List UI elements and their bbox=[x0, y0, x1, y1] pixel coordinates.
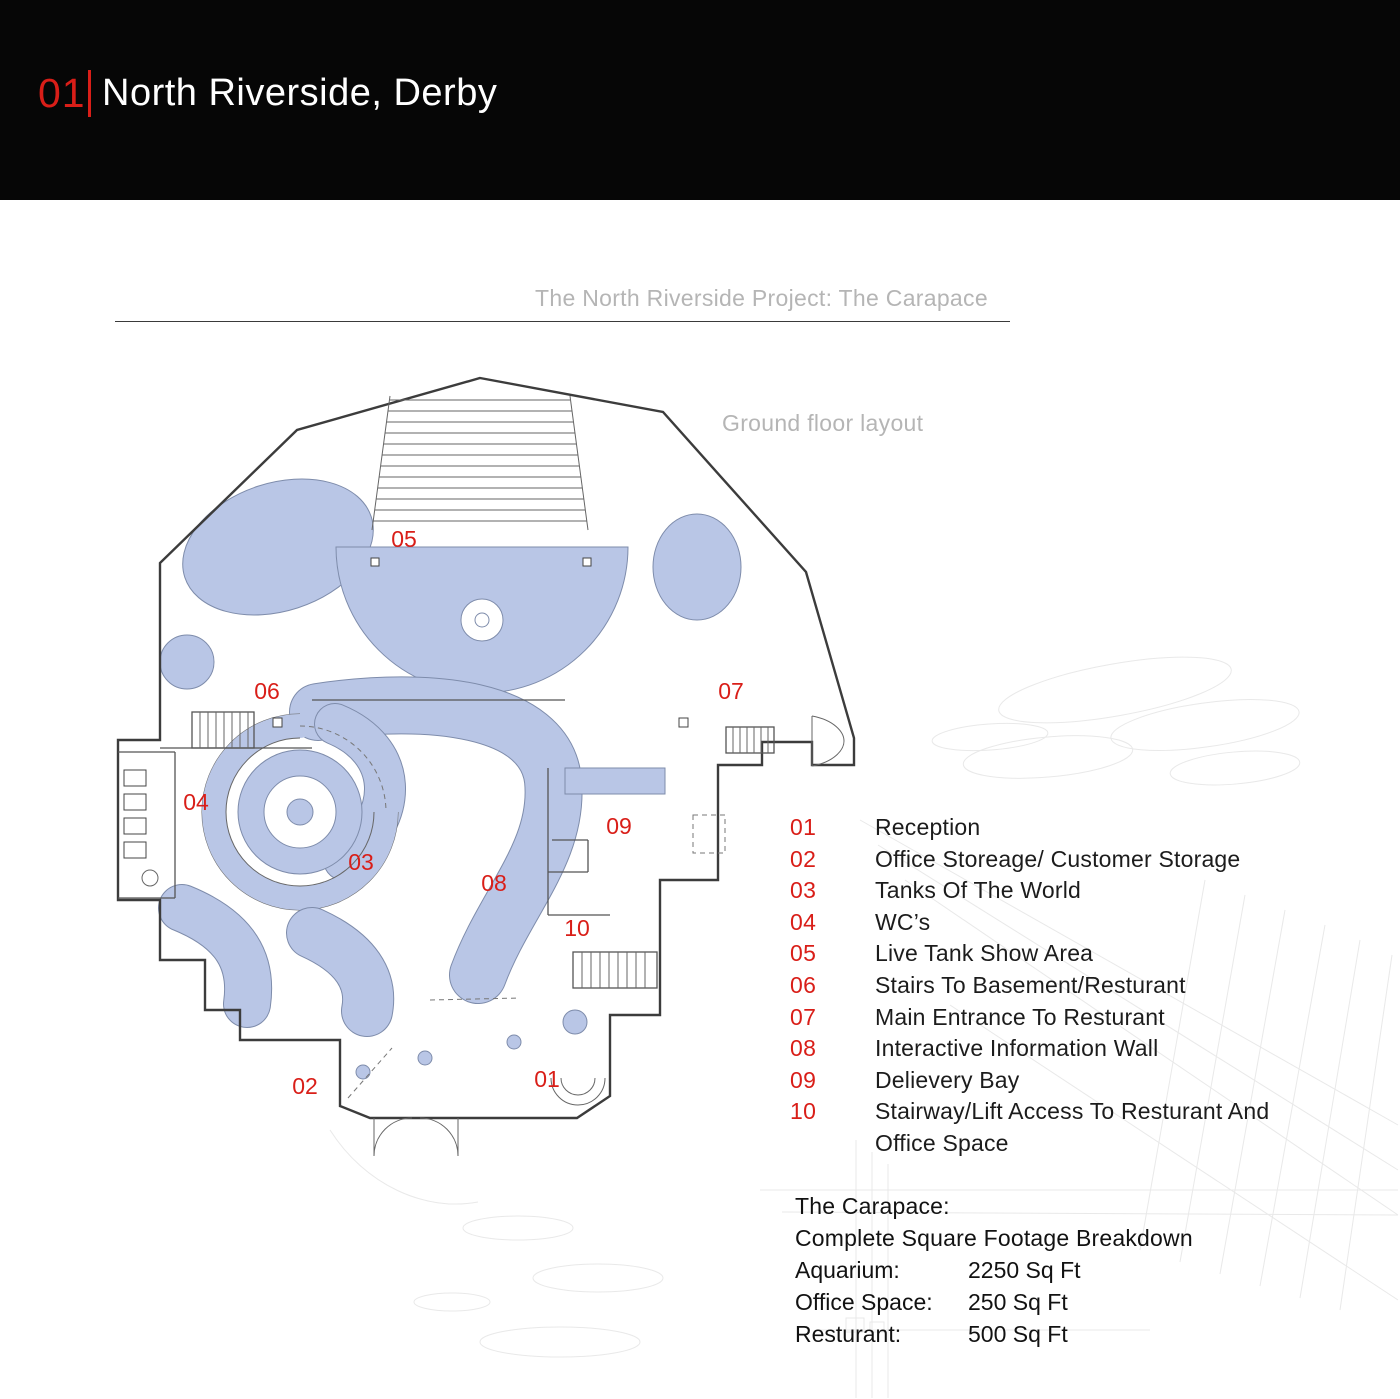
footage-label: Aquarium: bbox=[795, 1257, 900, 1283]
legend-item: 06 Stairs To Basement/Resturant bbox=[790, 970, 1365, 1002]
header-bar: 01 North Riverside, Derby bbox=[0, 0, 1400, 200]
band-lower-left-b bbox=[287, 908, 394, 1036]
plan-caption: Ground floor layout bbox=[722, 410, 924, 436]
footage-value: 2250 Sq Ft bbox=[968, 1257, 1081, 1283]
footage-value: 250 Sq Ft bbox=[968, 1289, 1068, 1315]
legend-label: Live Tank Show Area bbox=[875, 940, 1094, 967]
plan-label-03: 03 bbox=[348, 849, 374, 875]
legend-item: 04 WC’s bbox=[790, 907, 1365, 939]
legend-label: Tanks Of The World bbox=[875, 877, 1081, 904]
wc-fixtures bbox=[123, 769, 159, 887]
plan-label-01: 01 bbox=[534, 1066, 560, 1092]
legend-item: 10 Stairway/Lift Access To Resturant And… bbox=[790, 1096, 1365, 1159]
legend-item: 03 Tanks Of The World bbox=[790, 875, 1365, 907]
plan-label-08: 08 bbox=[481, 870, 507, 896]
legend-number: 08 bbox=[790, 1035, 817, 1062]
legend-item: 08 Interactive Information Wall bbox=[790, 1033, 1365, 1065]
legend-label: Stairs To Basement/Resturant bbox=[875, 971, 1186, 998]
footage-label: Office Space: bbox=[795, 1289, 933, 1315]
legend-item: 05 Live Tank Show Area bbox=[790, 938, 1365, 970]
plan-label-04: 04 bbox=[183, 789, 209, 815]
legend-item: 02 Office Storeage/ Customer Storage bbox=[790, 844, 1365, 876]
tank-ellipse-right bbox=[652, 513, 742, 621]
legend-label: Delievery Bay bbox=[875, 1066, 1020, 1093]
plan-label-09: 09 bbox=[606, 813, 632, 839]
legend-item: 01 Reception bbox=[790, 812, 1365, 844]
header-number: 01 bbox=[38, 70, 86, 116]
viewing-circle bbox=[460, 598, 504, 642]
stair-block-basement bbox=[191, 711, 255, 749]
legend-number: 05 bbox=[790, 940, 817, 967]
project-subtitle: The North Riverside Project: The Carapac… bbox=[535, 285, 988, 311]
page-title: North Riverside, Derby bbox=[102, 72, 498, 114]
stair-block-entrance bbox=[725, 726, 775, 754]
plan-label-02: 02 bbox=[292, 1073, 318, 1099]
legend-item: 07 Main Entrance To Resturant bbox=[790, 1002, 1365, 1034]
legend-number: 09 bbox=[790, 1066, 817, 1093]
footage-row: Aquarium: 2250 Sq Ft bbox=[795, 1254, 1275, 1286]
dashed-guides bbox=[299, 725, 726, 1099]
stair-block-lift bbox=[572, 951, 658, 989]
legend: 01 Reception 02 Office Storeage/ Custome… bbox=[790, 812, 1365, 1160]
legend-number: 10 bbox=[790, 1098, 817, 1125]
reception-desk bbox=[550, 1077, 606, 1106]
plan-label-07: 07 bbox=[718, 678, 744, 704]
tank-ellipse-left bbox=[182, 478, 374, 616]
band-lower-left-a bbox=[159, 885, 272, 1027]
legend-number: 07 bbox=[790, 1003, 817, 1030]
plan-label-10: 10 bbox=[564, 915, 590, 941]
legend-number: 03 bbox=[790, 877, 817, 904]
legend-number: 02 bbox=[790, 845, 817, 872]
plan-label-05: 05 bbox=[391, 526, 417, 552]
column-markers bbox=[272, 557, 689, 728]
footage-subtitle: Complete Square Footage Breakdown bbox=[795, 1225, 1193, 1251]
legend-label: Main Entrance To Resturant bbox=[875, 1003, 1165, 1030]
footage-title: The Carapace: bbox=[795, 1193, 950, 1219]
legend-label: Stairway/Lift Access To Resturant And Of… bbox=[875, 1098, 1270, 1156]
legend-number: 01 bbox=[790, 814, 817, 840]
background-sketch bbox=[329, 656, 1399, 1398]
exhibit-band-main bbox=[290, 677, 582, 1003]
footage-value: 500 Sq Ft bbox=[968, 1321, 1068, 1347]
exhibit-band-hook bbox=[315, 704, 405, 880]
legend-number: 04 bbox=[790, 908, 817, 935]
legend-label: WC’s bbox=[875, 908, 931, 935]
legend-label: Interactive Information Wall bbox=[875, 1035, 1159, 1062]
floor-plan: 05 06 07 04 09 03 08 10 02 01 bbox=[116, 376, 856, 1157]
divider-rule bbox=[115, 321, 1010, 322]
plan-label-06: 06 bbox=[254, 678, 280, 704]
plan-number-labels: 05 06 07 04 09 03 08 10 02 01 bbox=[183, 526, 744, 1099]
delivery-bay-tank bbox=[564, 767, 666, 795]
footage-breakdown: The Carapace: Complete Square Footage Br… bbox=[795, 1190, 1275, 1350]
plan-blue-shapes bbox=[158, 478, 742, 1080]
legend-label: Office Storeage/ Customer Storage bbox=[875, 845, 1241, 872]
tank-circle-small bbox=[159, 634, 215, 690]
header-separator bbox=[88, 70, 91, 117]
top-stairs bbox=[371, 395, 589, 531]
entrance-doors bbox=[373, 715, 845, 1157]
footage-row: Resturant: 500 Sq Ft bbox=[795, 1318, 1275, 1350]
footage-label: Resturant: bbox=[795, 1321, 902, 1347]
footage-row: Office Space: 250 Sq Ft bbox=[795, 1286, 1275, 1318]
legend-label: Reception bbox=[875, 814, 981, 840]
legend-item: 09 Delievery Bay bbox=[790, 1065, 1365, 1097]
legend-number: 06 bbox=[790, 971, 817, 998]
